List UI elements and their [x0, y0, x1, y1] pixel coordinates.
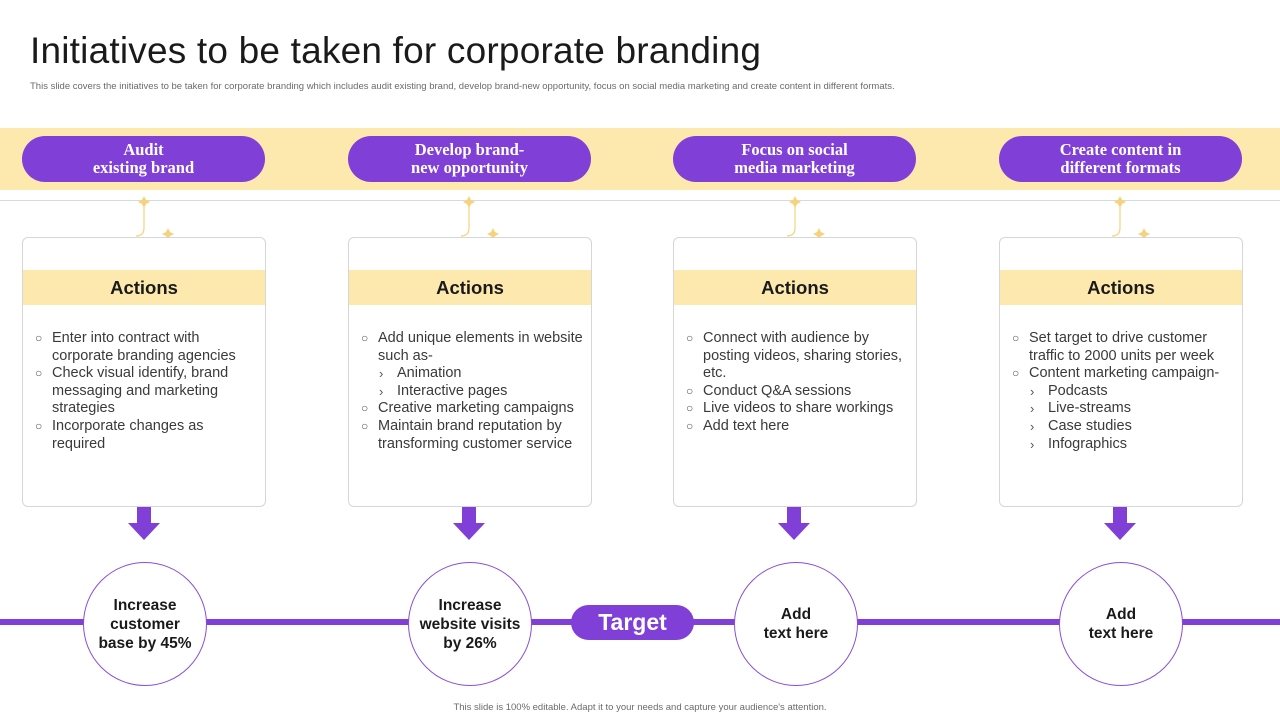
heading-pill-develop: Develop brand- new opportunity — [348, 136, 591, 182]
slide-title: Initiatives to be taken for corporate br… — [30, 30, 762, 71]
actions-list: ○Enter into contract with corporate bran… — [35, 330, 257, 453]
list-item: ›Animation — [379, 365, 462, 382]
list-item: ○Check visual identify, brand messaging … — [35, 365, 229, 417]
actions-card-develop: Actions ○Add unique elements in website … — [348, 237, 592, 507]
down-arrow-icon — [1104, 507, 1136, 540]
list-item: ›Interactive pages — [379, 382, 508, 399]
heading-pill-content: Create content in different formats — [999, 136, 1242, 182]
result-circle-3: Add text here — [734, 562, 858, 686]
list-item: ›Live-streams — [1030, 400, 1131, 417]
footer-note: This slide is 100% editable. Adapt it to… — [453, 702, 827, 713]
actions-list: ○Set target to drive customer traffic to… — [1012, 330, 1234, 453]
list-item: ›Podcasts — [1030, 382, 1108, 399]
connector-3 — [786, 196, 825, 238]
connector-1 — [135, 196, 174, 238]
actions-list: ○Add unique elements in website such as-… — [361, 330, 583, 453]
actions-card-social: Actions ○Connect with audience by postin… — [673, 237, 917, 507]
connector-4 — [1111, 196, 1150, 238]
actions-card-title: Actions — [23, 270, 265, 305]
list-item: ○Set target to drive customer traffic to… — [1012, 330, 1215, 364]
list-item: ○Live videos to share workings — [686, 400, 894, 417]
slide-subtitle: This slide covers the initiatives to be … — [30, 81, 895, 92]
down-arrow-icon — [453, 507, 485, 540]
target-badge: Target — [571, 605, 694, 640]
list-item: ○Connect with audience by posting videos… — [686, 330, 903, 382]
actions-list: ○Connect with audience by posting videos… — [686, 330, 908, 436]
list-item: ›Infographics — [1030, 435, 1127, 452]
list-item: ○Creative marketing campaigns — [361, 400, 574, 417]
list-item: ›Case studies — [1030, 417, 1132, 434]
heading-pill-social: Focus on social media marketing — [673, 136, 916, 182]
down-arrow-icon — [128, 507, 160, 540]
connector-2 — [460, 196, 499, 238]
band-divider — [0, 200, 1280, 201]
result-circle-1: Increase customer base by 45% — [83, 562, 207, 686]
actions-card-title: Actions — [674, 270, 916, 305]
down-arrow-icon — [778, 507, 810, 540]
actions-card-title: Actions — [1000, 270, 1242, 305]
actions-card-title: Actions — [349, 270, 591, 305]
actions-card-audit: Actions ○Enter into contract with corpor… — [22, 237, 266, 507]
result-circle-4: Add text here — [1059, 562, 1183, 686]
list-item: ○Enter into contract with corporate bran… — [35, 330, 236, 364]
heading-pill-audit: Audit existing brand — [22, 136, 265, 182]
list-item: ○Add unique elements in website such as- — [361, 330, 583, 364]
list-item: ○Incorporate changes as required — [35, 417, 204, 452]
list-item: ○Content marketing campaign- — [1012, 365, 1220, 382]
list-item: ○Conduct Q&A sessions — [686, 382, 852, 399]
list-item: ○Maintain brand reputation by transformi… — [361, 417, 573, 452]
result-circle-2: Increase website visits by 26% — [408, 562, 532, 686]
list-item: ○Add text here — [686, 417, 790, 434]
actions-card-content: Actions ○Set target to drive customer tr… — [999, 237, 1243, 507]
